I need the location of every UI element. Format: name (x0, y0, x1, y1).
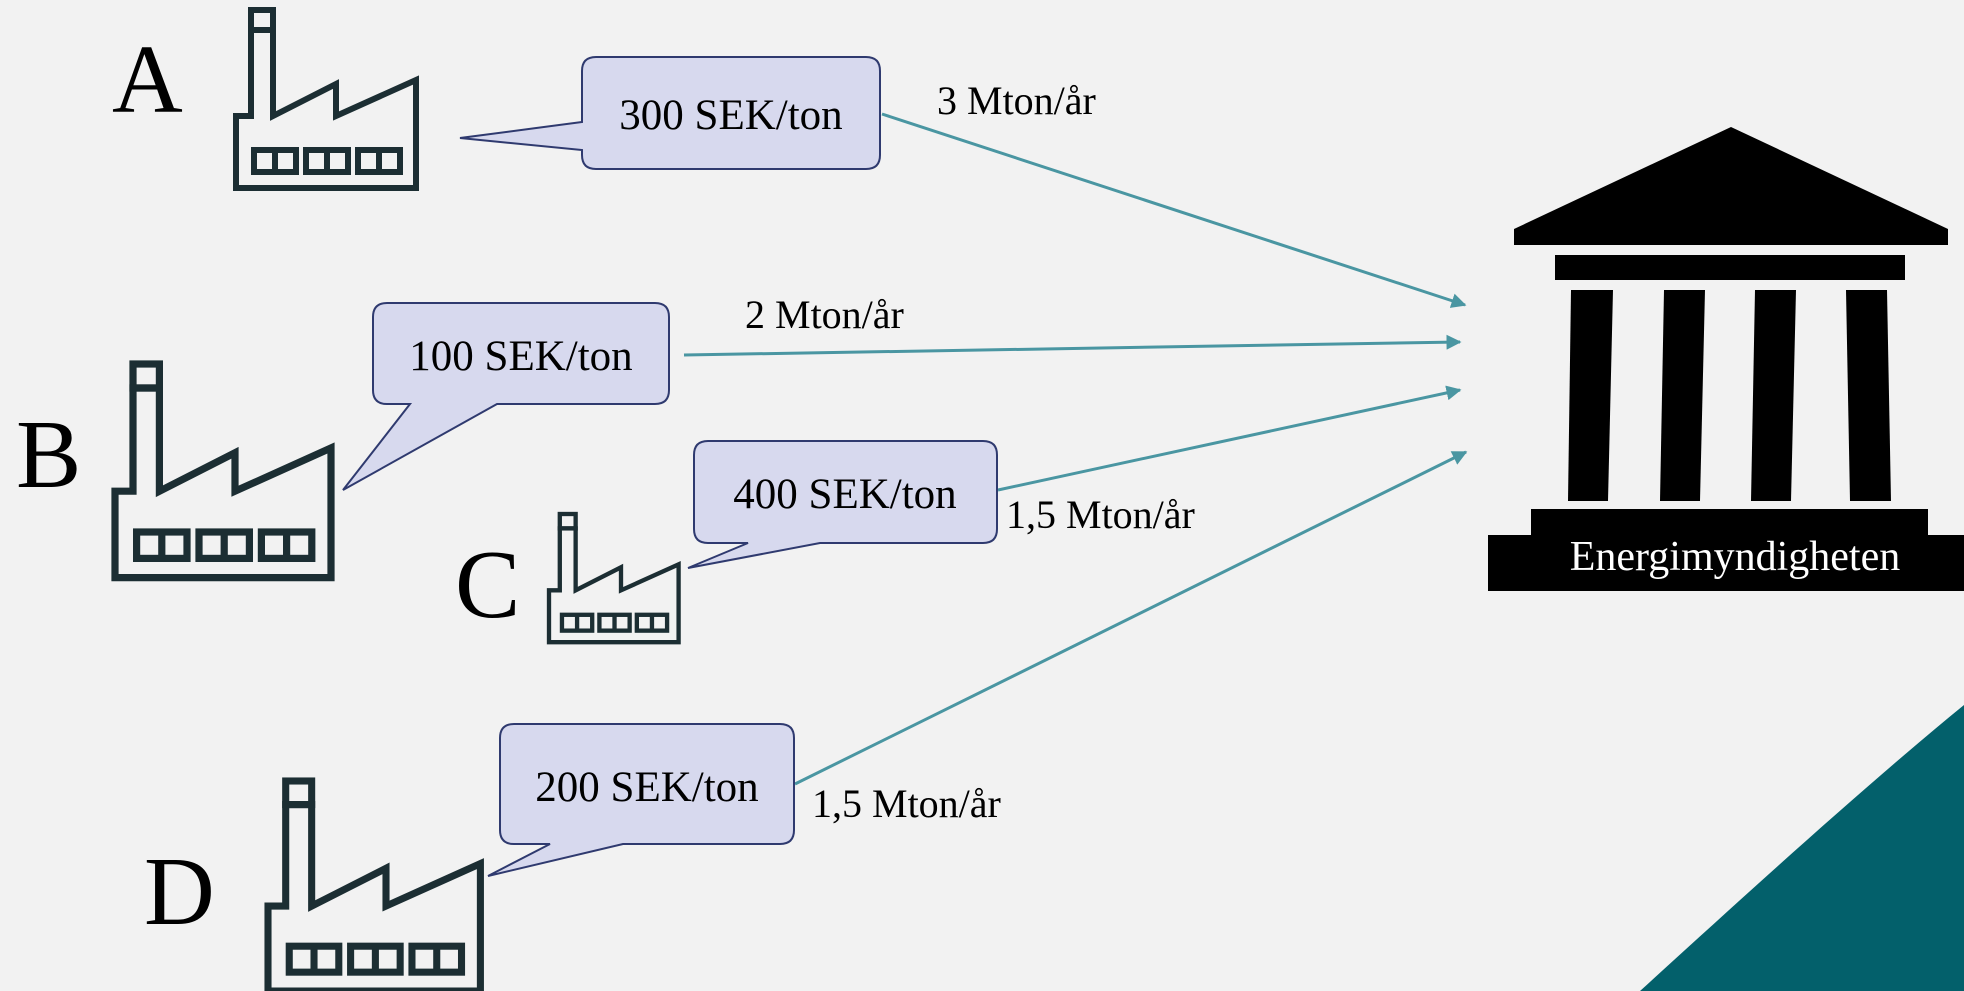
flow-arrow-c (997, 385, 1462, 492)
factory-letter-a: A (112, 26, 183, 134)
price-bubble-c (687, 440, 998, 569)
factory-icon (549, 514, 679, 642)
corner-accent-shape (1640, 705, 1964, 991)
flow-arrow-a (881, 112, 1467, 308)
authority-building: Energimyndigheten (1488, 127, 1964, 591)
government-building-icon (1488, 127, 1964, 591)
volume-label-a: 3 Mton/år (937, 78, 1096, 123)
factory-a: A 300 SEK/ton 3 Mton/år (112, 10, 1096, 188)
factory-b: B 100 SEK/ton 2 Mton/år (16, 292, 904, 578)
price-bubble-b (342, 302, 670, 491)
price-label-d: 200 SEK/ton (535, 764, 758, 811)
factory-letter-d: D (144, 838, 215, 946)
factory-icon (115, 364, 331, 578)
factory-d: D 200 SEK/ton 1,5 Mton/år (144, 723, 1001, 991)
price-bubble-a (459, 56, 881, 170)
factory-letter-c: C (455, 531, 520, 639)
price-label-b: 100 SEK/ton (409, 333, 632, 380)
flow-arrow-d (794, 450, 1468, 786)
volume-label-b: 2 Mton/år (745, 292, 904, 337)
factory-letter-b: B (16, 401, 81, 509)
price-label-c: 400 SEK/ton (733, 471, 956, 518)
volume-label-d: 1,5 Mton/år (812, 781, 1001, 826)
price-bubble-d (487, 723, 795, 877)
flow-arrow-b (683, 334, 1462, 357)
authority-label: Energimyndigheten (1570, 534, 1900, 580)
factory-icon (236, 10, 416, 188)
factory-icon (268, 781, 480, 991)
volume-label-c: 1,5 Mton/år (1006, 492, 1195, 537)
factory-c: C 400 SEK/ton 1,5 Mton/år (455, 440, 1195, 642)
price-label-a: 300 SEK/ton (619, 92, 842, 139)
